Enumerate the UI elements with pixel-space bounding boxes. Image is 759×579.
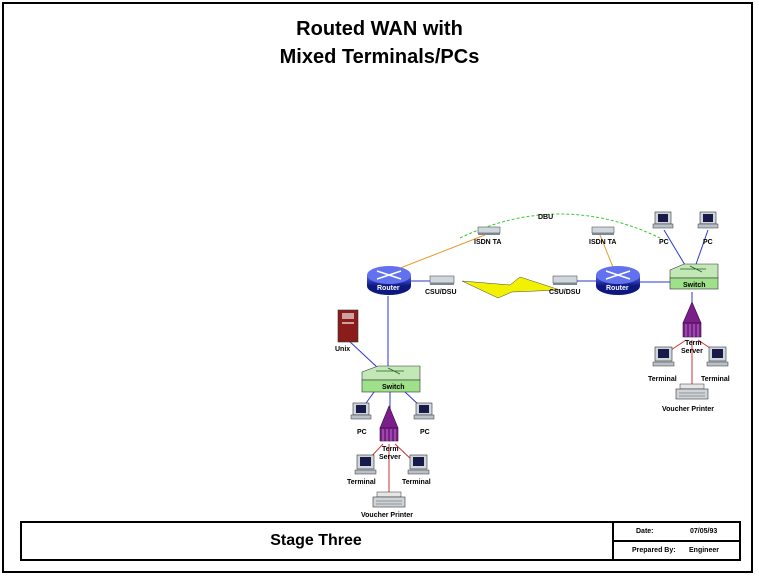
pc-right-2-label: PC <box>703 239 713 246</box>
unix-server: Unix <box>335 309 359 353</box>
dbu-label: DBU <box>538 214 553 221</box>
term-server-left: Term Server <box>379 405 401 461</box>
switch-right-label: Switch <box>683 282 706 289</box>
page-title-line-2: Mixed Terminals/PCs <box>279 46 480 68</box>
pc-right-2: PC <box>697 211 719 246</box>
terminal-left-2-label: Terminal <box>402 479 431 486</box>
pc-left-1: PC <box>350 402 372 436</box>
isdn-ta-right: ISDN TA <box>589 226 616 246</box>
term-server-right: Term Server <box>681 301 703 355</box>
prepared-by-label: Prepared By: <box>632 547 676 554</box>
pc-right-1: PC <box>652 211 674 246</box>
terminal-left-1-label: Terminal <box>347 479 376 486</box>
csu-dsu-right: CSU/DSU <box>549 275 581 296</box>
voucher-printer-left: Voucher Printer <box>361 491 413 519</box>
router-right-icon <box>605 270 631 280</box>
pc-right-1-label: PC <box>659 239 669 246</box>
isdn-ta-left: ISDN TA <box>474 226 501 246</box>
date-value: 07/05/93 <box>690 528 718 535</box>
terminal-right-2: Terminal <box>701 346 730 383</box>
voucher-printer-right: Voucher Printer <box>662 383 714 413</box>
unix-switch-link <box>347 339 379 369</box>
connections <box>347 213 717 494</box>
terminal-left-1: Terminal <box>347 454 377 486</box>
date-label: Date: <box>636 528 654 535</box>
switch-right: Switch <box>669 263 719 290</box>
router-left-label: Router <box>377 285 400 292</box>
pc-left-2-label: PC <box>420 429 430 436</box>
router-right-label: Router <box>606 285 629 292</box>
isdn-link-right <box>599 234 616 273</box>
isdn-link-left <box>389 234 486 273</box>
term-server-left-label-2: Server <box>379 454 401 461</box>
terminal-right-1-label: Terminal <box>648 376 677 383</box>
switch-left-label: Switch <box>382 384 405 391</box>
page-frame <box>2 2 753 573</box>
term-server-left-label-1: Term <box>382 446 399 453</box>
router-right: Router <box>596 266 640 295</box>
csu-dsu-left-label: CSU/DSU <box>425 289 457 296</box>
isdn-ta-left-label: ISDN TA <box>474 239 501 246</box>
csu-dsu-right-label: CSU/DSU <box>549 289 581 296</box>
router-left: Router <box>367 266 411 295</box>
pc-switch-link-1 <box>663 229 689 271</box>
title-block-divider-horizontal <box>612 540 741 542</box>
isdn-ta-right-label: ISDN TA <box>589 239 616 246</box>
wan-lightning-bolt <box>461 276 561 299</box>
switch-left-icon <box>376 367 404 375</box>
page-title-line-1: Routed WAN with <box>296 18 463 40</box>
term-server-right-label-1: Term <box>685 340 702 347</box>
stage-title: Stage Three <box>270 532 362 549</box>
voucher-printer-right-label: Voucher Printer <box>662 406 714 413</box>
voucher-printer-left-label: Voucher Printer <box>361 512 413 519</box>
router-left-icon <box>376 270 402 280</box>
terminal-right-1: Terminal <box>648 346 677 383</box>
terminal-left-2: Terminal <box>402 454 431 486</box>
pc-left-2: PC <box>413 402 435 436</box>
prepared-by-value: Engineer <box>689 547 719 554</box>
switch-left: Switch <box>361 365 421 393</box>
pc-switch-link-2 <box>693 229 709 271</box>
terminal-right-2-label: Terminal <box>701 376 730 383</box>
switch-right-icon <box>680 265 706 273</box>
term-server-right-label-2: Server <box>681 348 703 355</box>
unix-label: Unix <box>335 346 350 353</box>
csu-dsu-left: CSU/DSU <box>425 275 457 296</box>
pc-left-1-label: PC <box>357 429 367 436</box>
serial-link-left-2 <box>394 443 413 461</box>
